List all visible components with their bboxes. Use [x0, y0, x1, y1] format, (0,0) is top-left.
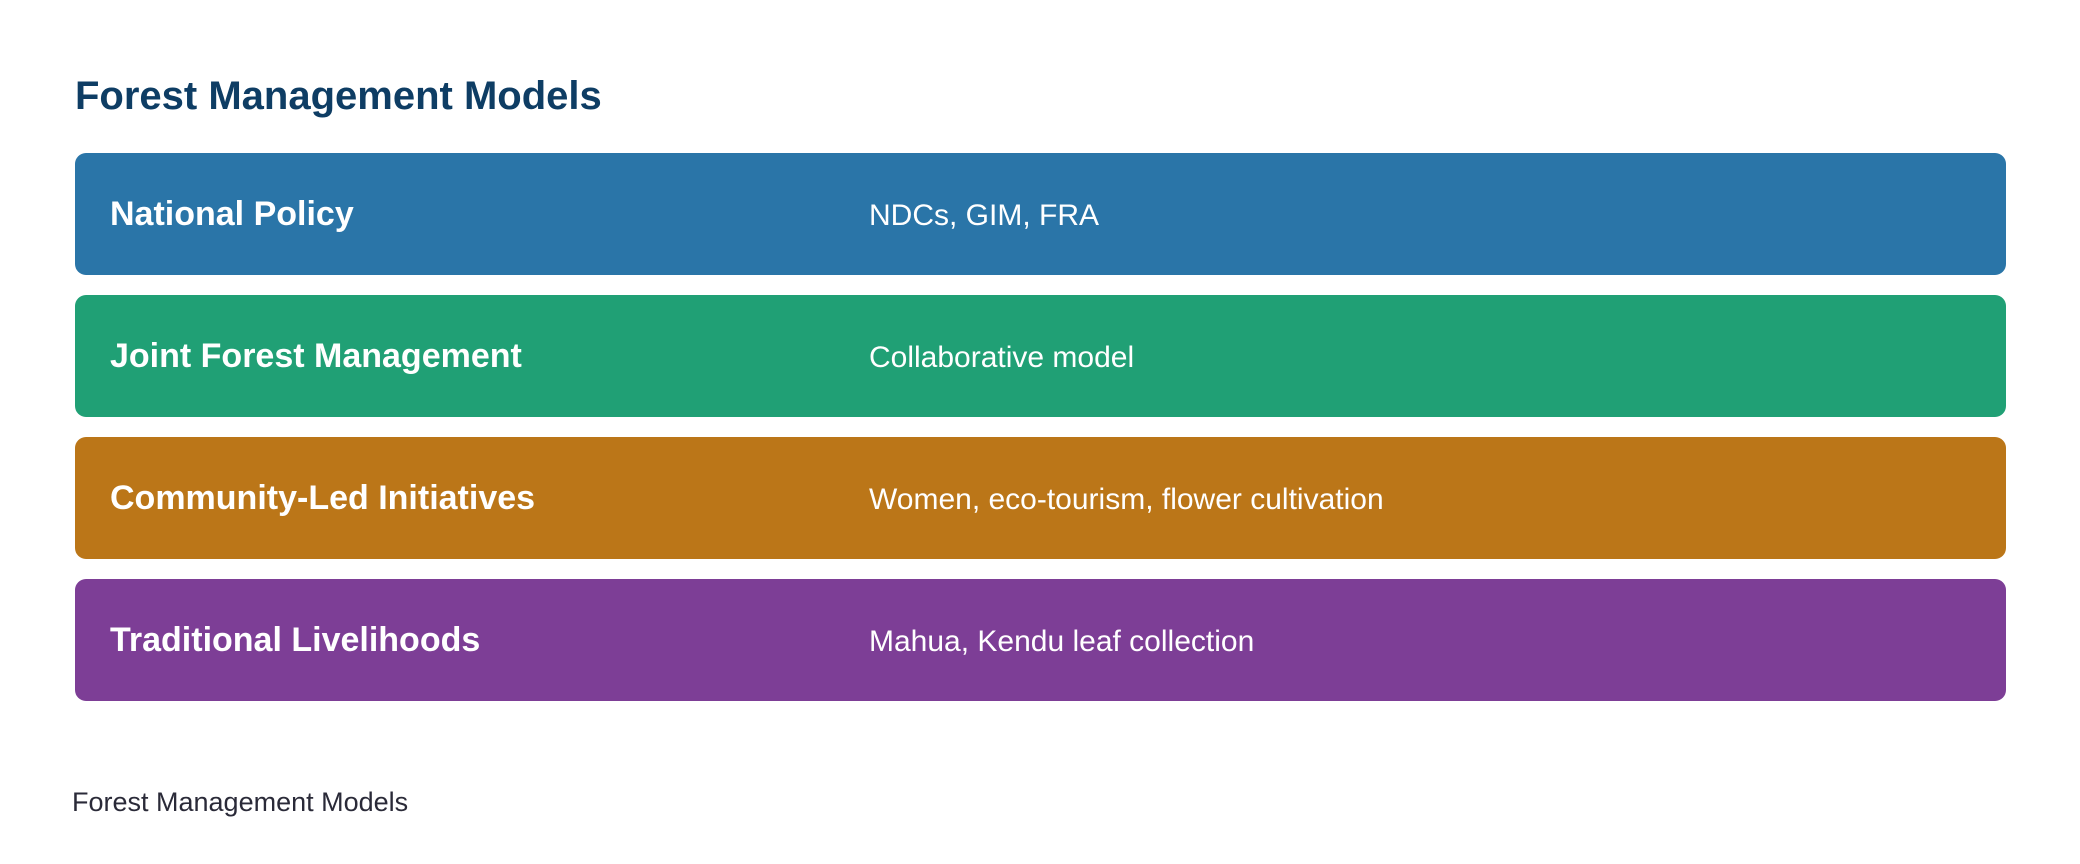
models-list: National Policy NDCs, GIM, FRA Joint For… — [75, 153, 2006, 721]
model-description: Collaborative model — [869, 341, 1135, 374]
model-row-joint-forest-management: Joint Forest Management Collaborative mo… — [75, 295, 2006, 417]
model-row-community-led-initiatives: Community-Led Initiatives Women, eco-tou… — [75, 437, 2006, 559]
model-label: Joint Forest Management — [110, 337, 522, 375]
model-label: National Policy — [110, 195, 354, 233]
model-description: Women, eco-tourism, flower cultivation — [869, 483, 1384, 516]
model-label: Community-Led Initiatives — [110, 479, 536, 517]
figure-caption: Forest Management Models — [72, 787, 409, 817]
model-row-traditional-livelihoods: Traditional Livelihoods Mahua, Kendu lea… — [75, 579, 2006, 701]
model-description: Mahua, Kendu leaf collection — [869, 625, 1255, 658]
model-row-national-policy: National Policy NDCs, GIM, FRA — [75, 153, 2006, 275]
model-description: NDCs, GIM, FRA — [869, 199, 1099, 232]
model-label: Traditional Livelihoods — [110, 621, 481, 659]
page-title: Forest Management Models — [75, 74, 602, 118]
